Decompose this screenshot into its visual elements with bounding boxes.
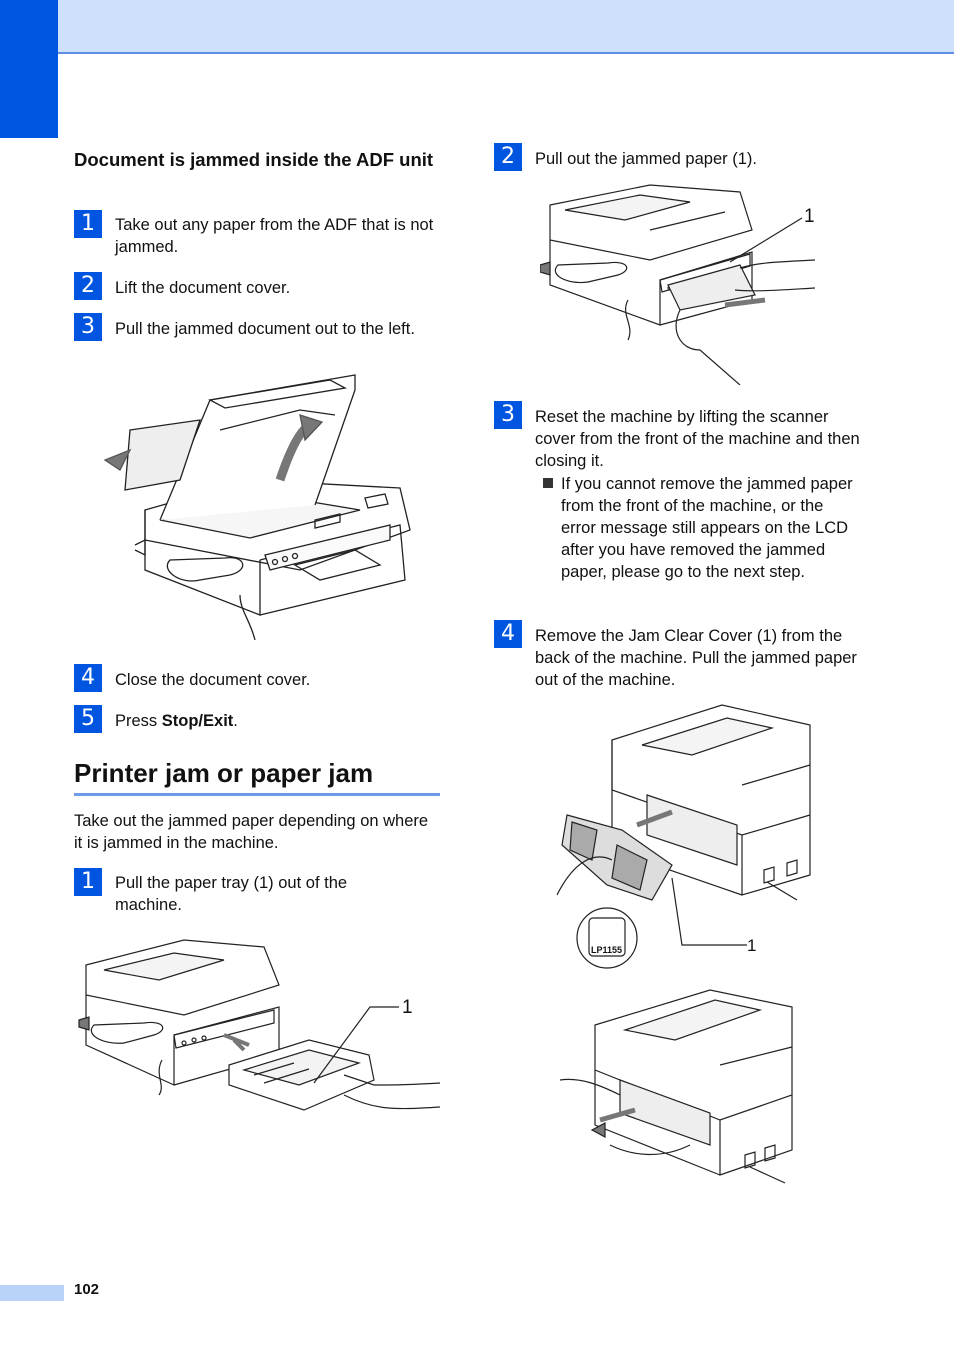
- footer-band: [0, 1285, 64, 1301]
- step-number: 5: [74, 705, 102, 733]
- page-number: 102: [74, 1281, 100, 1298]
- step-number: 1: [74, 210, 102, 238]
- step-number: 3: [74, 313, 102, 341]
- chapter-tab: [0, 0, 58, 138]
- step-text-suffix: .: [233, 712, 238, 730]
- part-code-label: LP1155: [591, 945, 623, 955]
- step-text-prefix: Press: [115, 712, 162, 730]
- step-number: 1: [74, 868, 102, 896]
- step-text: Pull out the jammed paper (1).: [535, 150, 757, 168]
- step-number: 4: [494, 620, 522, 648]
- step-text: Pull the jammed document out to the left…: [115, 320, 415, 338]
- step-text: Close the document cover.: [115, 671, 311, 689]
- illustration-pull-paper-from-back: [560, 985, 800, 1185]
- illustration-open-document-cover: [100, 370, 420, 650]
- callout-label: 1: [747, 936, 757, 955]
- bullet-square: [543, 478, 553, 488]
- bullet-text: If you cannot remove the jammed paper fr…: [561, 475, 853, 581]
- printer-jam-intro: Take out the jammed paper depending on w…: [74, 812, 429, 852]
- step-text: Lift the document cover.: [115, 279, 291, 297]
- step-text: Take out any paper from the ADF that is …: [115, 216, 434, 256]
- illustration-pull-paper-tray: 1: [74, 935, 444, 1125]
- illustration-pull-jammed-paper: 1: [540, 180, 830, 385]
- step-text: Reset the machine by lifting the scanner…: [535, 408, 860, 470]
- callout-label: 1: [402, 997, 413, 1018]
- heading-rule: [74, 793, 440, 796]
- step-text: Pull the paper tray (1) out of the machi…: [115, 874, 348, 914]
- stop-exit-key-name: Stop/Exit: [161, 712, 234, 730]
- step-number: 2: [74, 272, 102, 300]
- header-band: [0, 0, 954, 54]
- step-number: 4: [74, 664, 102, 692]
- illustration-remove-jam-clear-cover: 1 LP1155: [552, 700, 812, 975]
- step-number: 3: [494, 401, 522, 429]
- step-text: Remove the Jam Clear Cover (1) from the …: [535, 627, 857, 689]
- adf-jam-subheading: Document is jammed inside the ADF unit: [74, 149, 434, 170]
- step-number: 2: [494, 143, 522, 171]
- printer-jam-heading: Printer jam or paper jam: [74, 758, 374, 788]
- callout-label: 1: [804, 206, 815, 227]
- step-text: Press Stop/Exit.: [115, 710, 443, 732]
